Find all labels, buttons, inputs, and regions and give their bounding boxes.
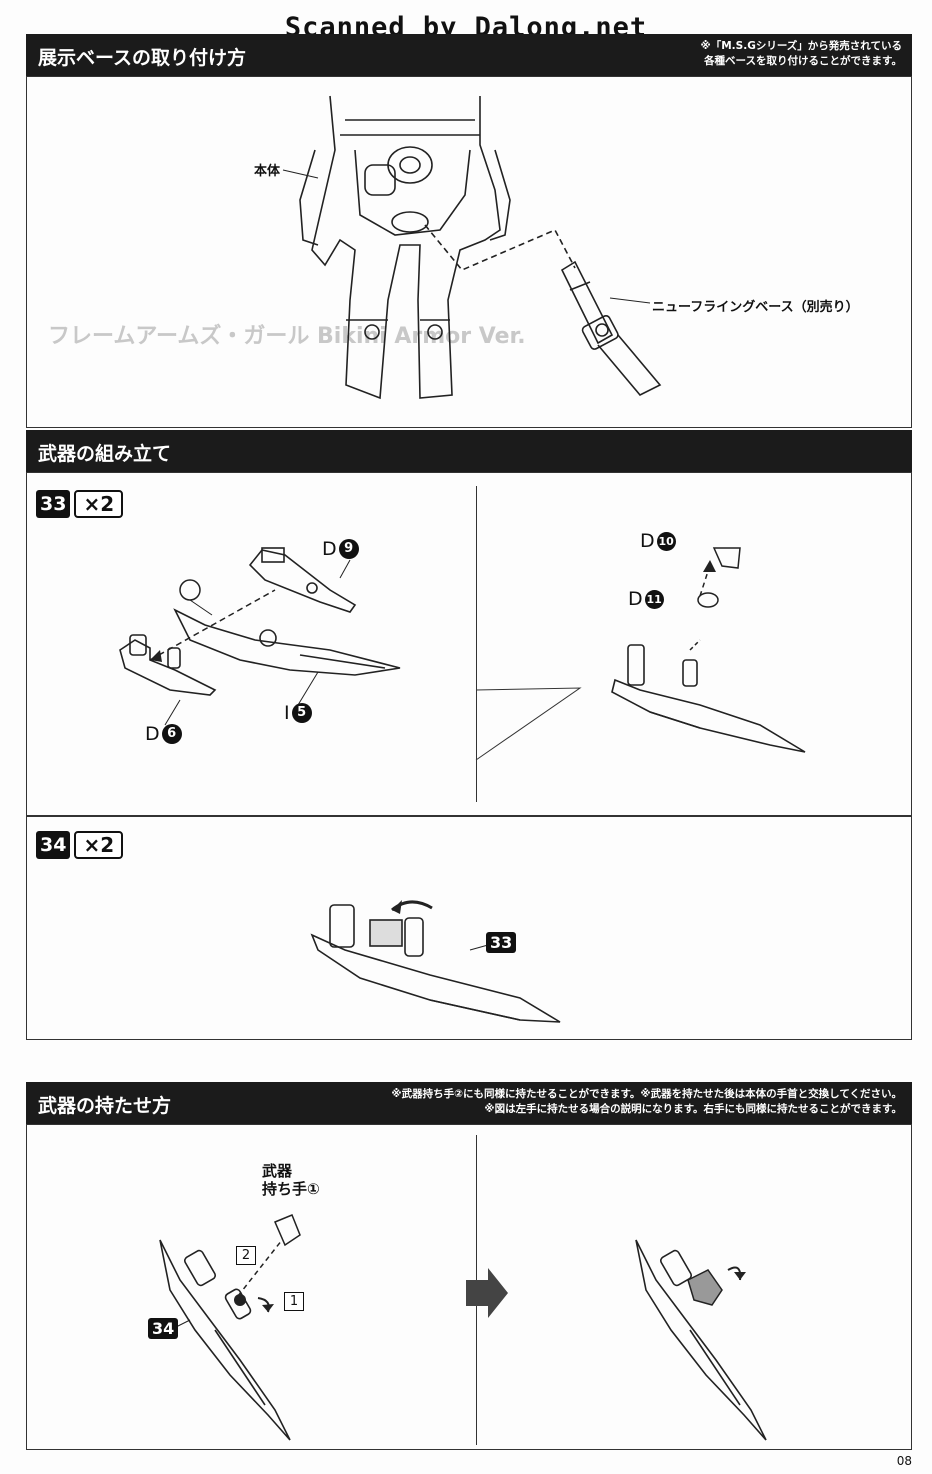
- step-ref-34: 34: [148, 1318, 179, 1339]
- step-number: 33: [36, 490, 71, 518]
- section-title: 武器の組み立て: [38, 443, 172, 465]
- section-header-weapon-hold: 武器の持たせ方 ※武器持ち手②にも同様に持たせることができます。※武器を持たせた…: [26, 1082, 912, 1124]
- part-label-d6: D 6: [145, 723, 182, 745]
- step-number: 34: [36, 831, 71, 859]
- part-label-d11: D 11: [628, 588, 664, 610]
- order-marker-2: 2: [236, 1246, 256, 1265]
- bleed-through-text: フレームアームズ・ガール Bikini Armor Ver.: [48, 324, 526, 349]
- label-weapon-hand: 武器 持ち手①: [262, 1162, 320, 1198]
- section-note: ※武器持ち手②にも同様に持たせることができます。※武器を持たせた後は本体の手首と…: [391, 1088, 902, 1115]
- quantity-badge: ×2: [74, 490, 124, 518]
- part-label-i5: I 5: [284, 702, 312, 724]
- page-number: 08: [896, 1454, 912, 1468]
- section-note: ※「M.S.Gシリーズ」から発売されている 各種ベースを取り付けることができます…: [700, 40, 902, 67]
- order-marker-1: 1: [284, 1292, 304, 1311]
- panel-step-34: [26, 816, 912, 1040]
- panel-step-33: [26, 472, 912, 816]
- section-title: 展示ベースの取り付け方: [38, 47, 247, 69]
- panel-base-diagram: [26, 76, 912, 428]
- section-header-base: 展示ベースの取り付け方 ※「M.S.Gシリーズ」から発売されている 各種ベースを…: [26, 34, 912, 76]
- step-33-marker: 33 ×2: [36, 490, 124, 518]
- figure-body-illustration: [282, 95, 662, 400]
- section-title: 武器の持たせ方: [38, 1095, 172, 1117]
- part-label-d10: D 10: [640, 530, 676, 552]
- step-34-illustration: [310, 900, 561, 1023]
- part-label-d9: D 9: [322, 538, 359, 560]
- step-ref-33: 33: [486, 932, 517, 953]
- panel-weapon-hold: [26, 1124, 912, 1450]
- section-header-weapon-assembly: 武器の組み立て: [26, 430, 912, 472]
- step-34-marker: 34 ×2: [36, 831, 124, 859]
- label-flying-base: ニューフライングベース（別売り）: [652, 300, 859, 315]
- step-33-illustration: [119, 547, 806, 761]
- label-body: 本体: [254, 164, 281, 179]
- quantity-badge: ×2: [74, 831, 124, 859]
- panel-divider: [476, 486, 477, 802]
